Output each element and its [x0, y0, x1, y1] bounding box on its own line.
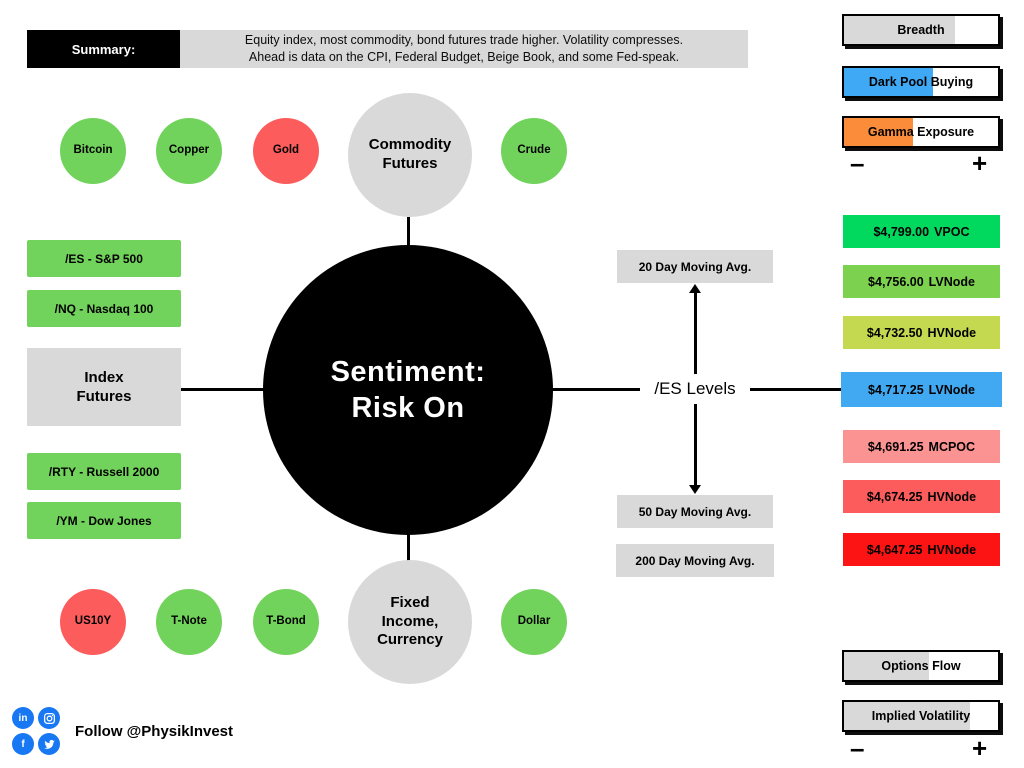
- index-item-es: /ES - S&P 500: [27, 240, 181, 277]
- fixed-income-hub: Fixed Income, Currency: [348, 560, 472, 684]
- summary-text: Equity index, most commodity, bond futur…: [180, 30, 748, 68]
- level-box-hvnode-1: $4,732.50 HVNode: [843, 316, 1000, 349]
- level-type: HVNode: [927, 489, 977, 504]
- plus-sign-top: +: [972, 148, 988, 178]
- box-label: 200 Day Moving Avg.: [635, 553, 755, 568]
- follow-handle: Follow @PhysikInvest: [75, 723, 233, 740]
- index-item-nq: /NQ - Nasdaq 100: [27, 290, 181, 327]
- minus-sign-bottom: –: [850, 733, 865, 763]
- ma-20day-box: 20 Day Moving Avg.: [617, 250, 773, 283]
- level-box-mcpoc: $4,691.25 MCPOC: [843, 430, 1000, 463]
- dark-pool-meter-fill: [844, 68, 934, 96]
- box-label: /ES - S&P 500: [65, 251, 143, 266]
- level-box-hvnode-3: $4,647.25 HVNode: [843, 533, 1000, 566]
- fixed-item-us10y: US10Y: [60, 589, 126, 655]
- summary-label: Summary:: [27, 30, 180, 68]
- breadth-meter: Breadth: [842, 14, 1000, 46]
- fixed-item-dollar: Dollar: [501, 589, 567, 655]
- implied-vol-meter-fill: [844, 702, 971, 730]
- social-icons: in f: [12, 707, 60, 755]
- arrow-up-icon: [689, 284, 701, 293]
- instagram-icon[interactable]: [38, 707, 60, 729]
- gamma-meter-fill: [844, 118, 914, 146]
- commodity-item-bitcoin: Bitcoin: [60, 118, 126, 184]
- dark-pool-meter-label: Dark Pool Buying: [868, 75, 974, 89]
- sentiment-circle: Sentiment: Risk On: [263, 245, 553, 535]
- level-price: $4,756.00: [868, 274, 924, 289]
- level-type: HVNode: [927, 325, 977, 340]
- level-price: $4,799.00: [873, 224, 930, 239]
- connector-bottom: [407, 534, 410, 561]
- commodity-hub: Commodity Futures: [348, 93, 472, 217]
- level-box-hvnode-2: $4,674.25 HVNode: [843, 480, 1000, 513]
- bubble-label: Gold: [272, 144, 300, 157]
- bubble-label: T-Bond: [266, 615, 306, 628]
- dark-pool-meter: Dark Pool Buying: [842, 66, 1000, 98]
- connector-left: [180, 388, 264, 391]
- fixed-item-tnote: T-Note: [156, 589, 222, 655]
- twitter-icon[interactable]: [38, 733, 60, 755]
- plus-sign-bottom: +: [972, 733, 988, 763]
- facebook-glyph: f: [21, 738, 25, 750]
- ma-50day-box: 50 Day Moving Avg.: [617, 495, 773, 528]
- bubble-label: Bitcoin: [73, 144, 113, 157]
- es-levels-label: /ES Levels: [640, 374, 750, 404]
- level-type: VPOC: [934, 224, 970, 239]
- options-flow-meter-label: Options Flow: [881, 659, 961, 673]
- level-box-lvnode-1: $4,756.00 LVNode: [843, 265, 1000, 298]
- bubble-label: Crude: [517, 144, 551, 157]
- linkedin-icon[interactable]: in: [12, 707, 34, 729]
- connector-top: [407, 217, 410, 246]
- minus-sign-top: –: [850, 148, 865, 178]
- commodity-item-gold: Gold: [253, 118, 319, 184]
- linkedin-glyph: in: [18, 712, 28, 724]
- gamma-meter-label: Gamma Exposure: [867, 125, 975, 139]
- level-price: $4,732.50: [866, 325, 923, 340]
- level-type: MCPOC: [928, 439, 976, 454]
- gamma-meter: Gamma Exposure: [842, 116, 1000, 148]
- bubble-label: Dollar: [517, 615, 551, 628]
- fixed-item-tbond: T-Bond: [253, 589, 319, 655]
- arrow-down-icon: [689, 485, 701, 494]
- bubble-label: US10Y: [74, 615, 112, 628]
- implied-vol-meter: Implied Volatility: [842, 700, 1000, 732]
- level-type: HVNode: [927, 542, 977, 557]
- options-flow-meter-fill: [844, 652, 929, 680]
- index-item-ym: /YM - Dow Jones: [27, 502, 181, 539]
- bubble-label: Copper: [168, 144, 210, 157]
- level-box-lvnode-2: $4,717.25 LVNode: [841, 372, 1002, 407]
- box-label: /YM - Dow Jones: [56, 513, 152, 528]
- hub-label: Fixed Income, Currency: [377, 593, 443, 649]
- index-item-rty: /RTY - Russell 2000: [27, 453, 181, 490]
- level-price: $4,717.25: [868, 382, 924, 397]
- level-price: $4,647.25: [866, 542, 923, 557]
- level-box-vpoc: $4,799.00 VPOC: [843, 215, 1000, 248]
- level-type: LVNode: [928, 382, 975, 397]
- commodity-item-copper: Copper: [156, 118, 222, 184]
- commodity-item-crude: Crude: [501, 118, 567, 184]
- box-label: /NQ - Nasdaq 100: [54, 301, 154, 316]
- facebook-icon[interactable]: f: [12, 733, 34, 755]
- breadth-meter-fill: [844, 16, 955, 44]
- box-label: 20 Day Moving Avg.: [638, 259, 752, 274]
- hub-label: Commodity Futures: [368, 136, 452, 172]
- box-label: /RTY - Russell 2000: [48, 464, 160, 479]
- level-price: $4,674.25: [866, 489, 923, 504]
- implied-vol-meter-label: Implied Volatility: [871, 709, 971, 723]
- sentiment-title: Sentiment: Risk On: [330, 355, 486, 424]
- level-price: $4,691.25: [867, 439, 924, 454]
- hub-label: Index Futures: [76, 368, 132, 406]
- level-type: LVNode: [928, 274, 975, 289]
- breadth-meter-label: Breadth: [897, 23, 945, 37]
- index-futures-hub: Index Futures: [27, 348, 181, 426]
- options-flow-meter: Options Flow: [842, 650, 1000, 682]
- ma-200day-box: 200 Day Moving Avg.: [616, 544, 774, 577]
- box-label: 50 Day Moving Avg.: [638, 504, 752, 519]
- bubble-label: T-Note: [171, 615, 207, 628]
